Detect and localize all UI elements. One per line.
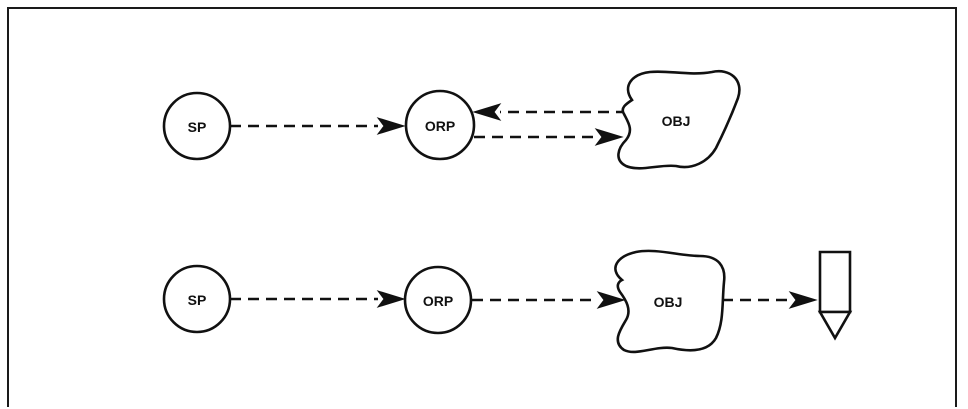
arrowhead-sp-orp-row1 xyxy=(376,117,406,135)
row-1: SP ORP OBJ xyxy=(162,69,741,170)
row-2: SP ORP OBJ xyxy=(162,249,853,354)
arrowhead-obj-detector-row2 xyxy=(788,291,818,309)
node-obj-row1: OBJ xyxy=(617,69,741,170)
node-sp-row1: SP xyxy=(162,91,232,161)
orp-circle xyxy=(403,265,473,335)
node-label-orp: ORP xyxy=(425,118,455,134)
node-detector-row2 xyxy=(817,250,853,341)
detector-icon xyxy=(818,250,852,314)
arrowhead-orp-obj-row2 xyxy=(596,291,626,309)
node-label-orp: ORP xyxy=(423,293,453,309)
arrowhead-obj-orp-row1 xyxy=(472,103,502,121)
node-orp-row1: ORP xyxy=(404,89,476,161)
arrowhead-orp-obj-row1 xyxy=(594,128,624,146)
node-label-sp: SP xyxy=(188,292,207,308)
arrowhead-sp-orp-row2 xyxy=(376,290,406,308)
sp-circle xyxy=(162,264,232,334)
orp-circle xyxy=(404,89,476,161)
node-sp-row2: SP xyxy=(162,264,232,334)
detector-tip xyxy=(817,310,853,341)
node-label-obj: OBJ xyxy=(662,113,691,129)
diagram-frame xyxy=(7,7,957,407)
node-obj-row2: OBJ xyxy=(614,249,726,354)
node-label-obj: OBJ xyxy=(654,294,683,310)
obj-blob xyxy=(617,69,741,170)
node-orp-row2: ORP xyxy=(403,265,473,335)
node-label-sp: SP xyxy=(188,119,207,135)
obj-blob xyxy=(614,249,726,354)
sp-circle xyxy=(162,91,232,161)
